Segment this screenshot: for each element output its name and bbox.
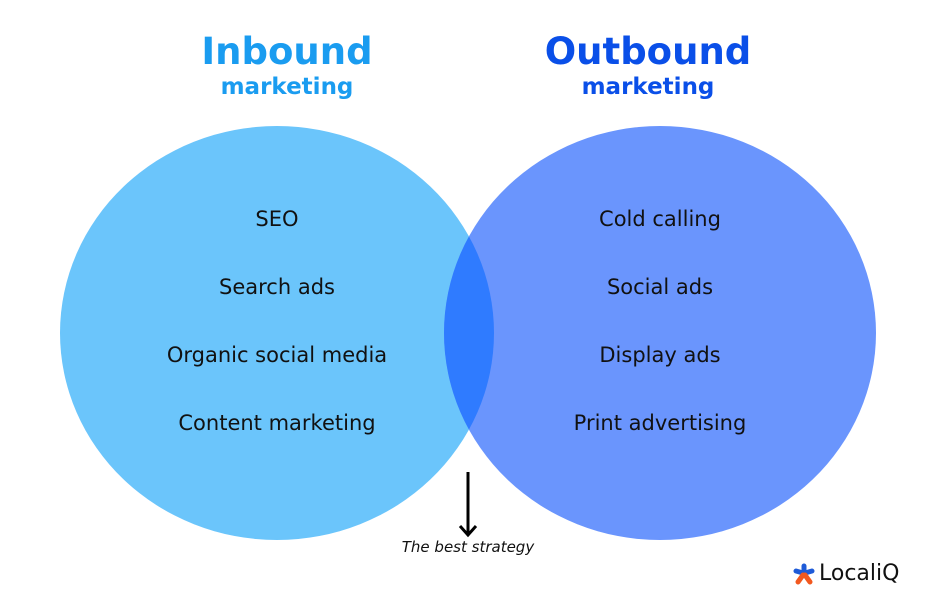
localiq-logo: LocaliQ — [793, 561, 899, 586]
inbound-subheading: marketing — [220, 74, 354, 100]
list-item: Display ads — [599, 343, 721, 367]
logo-text: LocaliQ — [819, 561, 900, 586]
list-item: Organic social media — [166, 343, 388, 367]
inbound-circle — [60, 126, 494, 540]
list-item: Cold calling — [599, 207, 721, 231]
outbound-list: Cold calling Social ads Display ads Prin… — [500, 207, 820, 479]
outbound-title: Outbound marketing — [498, 32, 798, 102]
asterisk-logo-icon — [793, 563, 815, 584]
overlap-caption: The best strategy — [401, 538, 535, 556]
inbound-list: SEO Search ads Organic social media Cont… — [117, 207, 437, 479]
inbound-title: Inbound marketing — [137, 32, 437, 102]
outbound-circle — [444, 126, 876, 540]
outbound-subheading: marketing — [581, 74, 715, 100]
list-item: Content marketing — [178, 411, 376, 435]
list-item: Search ads — [219, 275, 335, 299]
inbound-heading: Inbound — [201, 30, 373, 73]
list-item: Social ads — [606, 275, 714, 299]
down-arrow-icon — [458, 472, 478, 538]
list-item: Print advertising — [573, 411, 747, 435]
outbound-heading: Outbound — [544, 30, 752, 73]
list-item: SEO — [255, 207, 299, 231]
